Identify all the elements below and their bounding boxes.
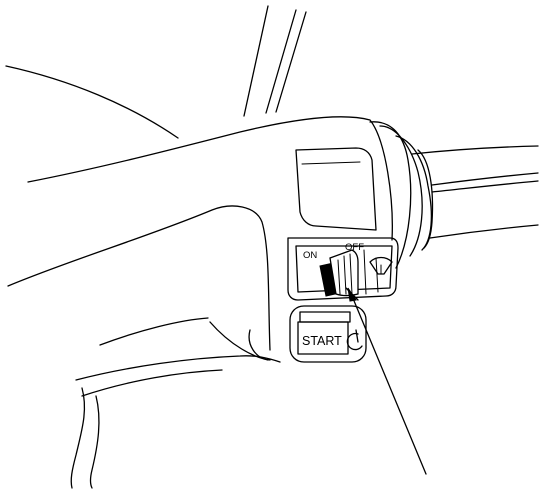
- switch-knob: [319, 249, 359, 297]
- arrow-pointer-icon: [345, 287, 427, 475]
- grip-body: [7, 116, 393, 361]
- wiper-icon: [369, 256, 393, 275]
- handlebar-tube: [411, 145, 539, 239]
- upper-window: [295, 147, 377, 231]
- light-switch-panel: [287, 237, 399, 301]
- on-label: ON: [303, 250, 317, 261]
- off-label: OFF: [345, 242, 364, 253]
- fairing-edge: [5, 65, 179, 139]
- brake-lever: [70, 355, 281, 489]
- mirror-stalk: [243, 5, 307, 117]
- start-button: START: [289, 305, 367, 363]
- start-circle-icon: [346, 332, 363, 351]
- start-label: START: [302, 334, 342, 348]
- housing-collar: [369, 121, 434, 269]
